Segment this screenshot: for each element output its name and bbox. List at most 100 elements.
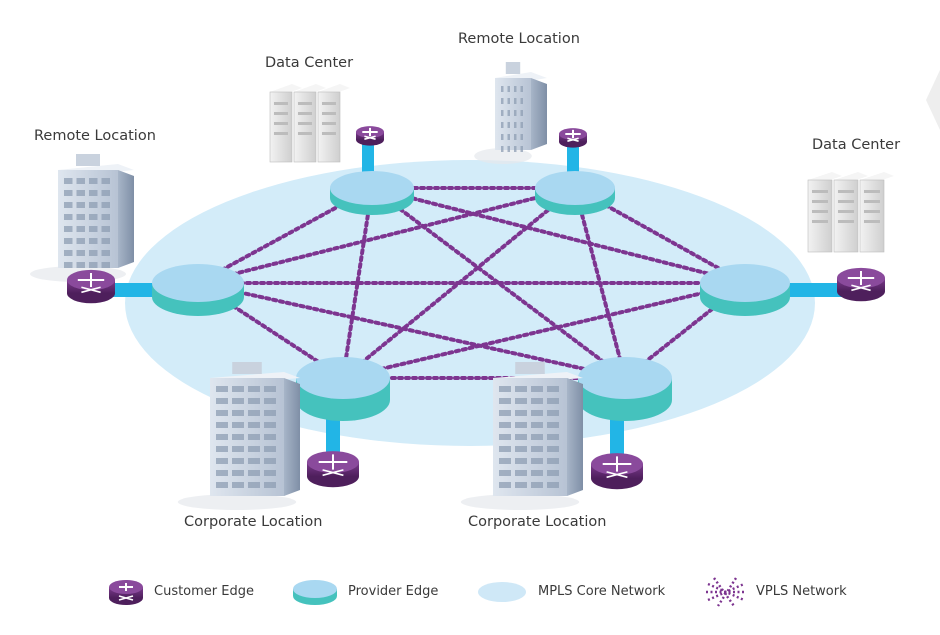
building-window: [514, 146, 517, 152]
building-window: [499, 434, 511, 440]
building-window: [499, 470, 511, 476]
network-topology: [30, 62, 940, 510]
ce-arrows: [77, 272, 105, 288]
building-icon: [30, 154, 134, 282]
server-slot: [298, 122, 312, 125]
building-window: [501, 86, 504, 92]
building-window: [216, 446, 228, 452]
building-rooftop: [515, 362, 545, 374]
building-window: [232, 470, 244, 476]
building-window: [507, 110, 510, 116]
provider-edge-node: [296, 357, 390, 421]
server-slot: [812, 220, 828, 223]
building-window: [216, 458, 228, 464]
server-slot: [864, 200, 880, 203]
building-window: [64, 190, 73, 196]
building-window: [531, 386, 543, 392]
vpls-link: [196, 186, 577, 285]
building-window: [515, 422, 527, 428]
customer-edge-router: [67, 269, 115, 304]
label-corporate-location-left: Corporate Location: [184, 514, 323, 530]
building-window: [248, 482, 260, 488]
building-window: [515, 398, 527, 404]
label-corporate-location-right: Corporate Location: [468, 514, 607, 530]
building-window: [501, 146, 504, 152]
pe-top: [578, 357, 672, 399]
building-window: [499, 458, 511, 464]
vpls-link: [370, 186, 747, 285]
building-window: [515, 458, 527, 464]
building-window: [531, 410, 543, 416]
building-window: [520, 146, 523, 152]
server-front: [317, 91, 341, 163]
building-window: [547, 422, 559, 428]
server-slot: [322, 122, 336, 125]
ce-arrows: [847, 270, 875, 286]
building-window: [64, 262, 73, 268]
ce-cross: [81, 286, 101, 294]
building-window: [101, 226, 110, 232]
building-window: [248, 422, 260, 428]
building-window: [216, 434, 228, 440]
legend-mpls-core-label: MPLS Core Network: [538, 584, 666, 599]
server-slot: [864, 220, 880, 223]
building-window: [264, 434, 276, 440]
building-window: [501, 122, 504, 128]
building-window: [264, 458, 276, 464]
server-slot: [322, 132, 336, 135]
building-window: [499, 446, 511, 452]
legend-provider-edge-label: Provider Edge: [348, 584, 439, 599]
building-side: [118, 170, 134, 268]
building-window: [76, 178, 85, 184]
server-slot: [298, 132, 312, 135]
building-window: [216, 470, 228, 476]
server-slot: [274, 102, 288, 105]
building-shadow: [474, 148, 532, 164]
server-slot: [298, 102, 312, 105]
vpls-mesh-icon: [706, 577, 746, 607]
building-window: [547, 458, 559, 464]
server-slot: [838, 200, 854, 203]
building-window: [89, 214, 98, 220]
pe-top: [700, 264, 790, 302]
access-links: [93, 140, 842, 460]
building-window: [248, 410, 260, 416]
provider-edge-node: [330, 171, 414, 215]
server-slot: [322, 102, 336, 105]
building-window: [216, 410, 228, 416]
building-icon: [460, 362, 583, 510]
customer-edge-routers: [67, 126, 885, 490]
vpls-link: [196, 281, 627, 380]
provider-edge-node: [700, 264, 790, 316]
building-window: [101, 214, 110, 220]
server-slot: [838, 190, 854, 193]
building-window: [248, 386, 260, 392]
building-window: [547, 434, 559, 440]
pe-top: [535, 171, 615, 205]
pe-top: [152, 264, 244, 302]
building-window: [232, 386, 244, 392]
building-window: [101, 178, 110, 184]
pe-top: [296, 357, 390, 399]
customer-edge-router: [307, 451, 359, 488]
building-window: [89, 202, 98, 208]
building-window: [531, 398, 543, 404]
server-slot: [838, 210, 854, 213]
building-window: [507, 86, 510, 92]
building-window: [76, 214, 85, 220]
building-side: [567, 378, 583, 496]
label-data-center-top: Data Center: [265, 55, 354, 71]
building-window: [264, 386, 276, 392]
building-window: [547, 482, 559, 488]
vpls-link: [341, 281, 747, 380]
building-rooftop: [232, 362, 262, 374]
ce-arrows: [362, 127, 378, 137]
building-window: [264, 422, 276, 428]
building-window: [520, 134, 523, 140]
building-window: [64, 238, 73, 244]
building-window: [531, 470, 543, 476]
building-window: [499, 398, 511, 404]
access-link: [610, 410, 624, 460]
building-window: [76, 226, 85, 232]
building-shadow: [460, 494, 580, 510]
